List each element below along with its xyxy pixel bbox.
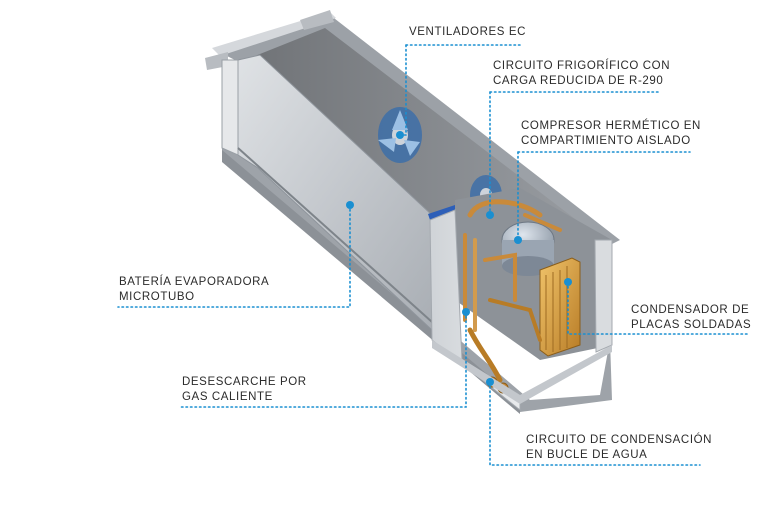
compressor-compartment-right-wall (594, 239, 613, 353)
refrigerant-piping (463, 199, 562, 383)
callout-circuito-condensacion-line2: EN BUCLE DE AGUA (526, 449, 648, 461)
leader-bateria (117, 204, 351, 308)
dot-compresor (514, 236, 522, 244)
evaporator-panel-edge (221, 59, 239, 156)
callout-bateria-line1: BATERÍA EVAPORADORA (119, 276, 270, 288)
callout-desescarche-line1: DESESCARCHE POR (182, 376, 307, 388)
callout-condensador-line2: PLACAS SOLDADAS (631, 319, 752, 331)
callout-desescarche: DESESCARCHE POR GAS CALIENTE (182, 375, 307, 405)
callout-circuito-frigorifico: CIRCUITO FRIGORÍFICO CON CARGA REDUCIDA … (493, 59, 670, 89)
callout-condensador: CONDENSADOR DE PLACAS SOLDADAS (631, 303, 751, 333)
callout-desescarche-line2: GAS CALIENTE (182, 391, 273, 403)
dot-condensador (564, 278, 572, 286)
callout-bateria: BATERÍA EVAPORADORA MICROTUBO (119, 275, 269, 305)
dot-circuito-condensacion (486, 378, 494, 386)
end-cap-bottom (432, 340, 612, 404)
callout-compresor-line2: COMPARTIMIENTO AISLADO (521, 135, 691, 147)
callout-compresor-line1: COMPRESOR HERMÉTICO EN (521, 120, 701, 132)
callout-ventiladores-line1: VENTILADORES EC (409, 26, 526, 38)
callout-circuito-condensacion-line1: CIRCUITO DE CONDENSACIÓN (526, 434, 713, 446)
leader-desescarche (179, 311, 467, 408)
dot-circuito-frigorifico (486, 211, 494, 219)
callout-ventiladores: VENTILADORES EC (409, 25, 526, 40)
callout-bateria-line2: MICROTUBO (119, 291, 195, 303)
leader-dots (346, 131, 572, 386)
callout-circuito-condensacion: CIRCUITO DE CONDENSACIÓN EN BUCLE DE AGU… (526, 433, 712, 463)
mounting-bracket-right (300, 10, 334, 30)
dot-desescarche (462, 308, 470, 316)
callout-circuito-frigorifico-line1: CIRCUITO FRIGORÍFICO CON (493, 60, 671, 72)
leader-condensador (567, 281, 751, 335)
callout-compresor: COMPRESOR HERMÉTICO EN COMPARTIMIENTO AI… (521, 119, 701, 149)
callout-condensador-line1: CONDENSADOR DE (631, 304, 750, 316)
dot-ventiladores (396, 131, 404, 139)
plate-condenser (539, 257, 581, 357)
leader-circuito-condensacion (489, 381, 701, 466)
callout-circuito-frigorifico-line2: CARGA REDUCIDA DE R-290 (493, 75, 664, 87)
housing-base (222, 145, 612, 412)
dot-bateria (346, 201, 354, 209)
